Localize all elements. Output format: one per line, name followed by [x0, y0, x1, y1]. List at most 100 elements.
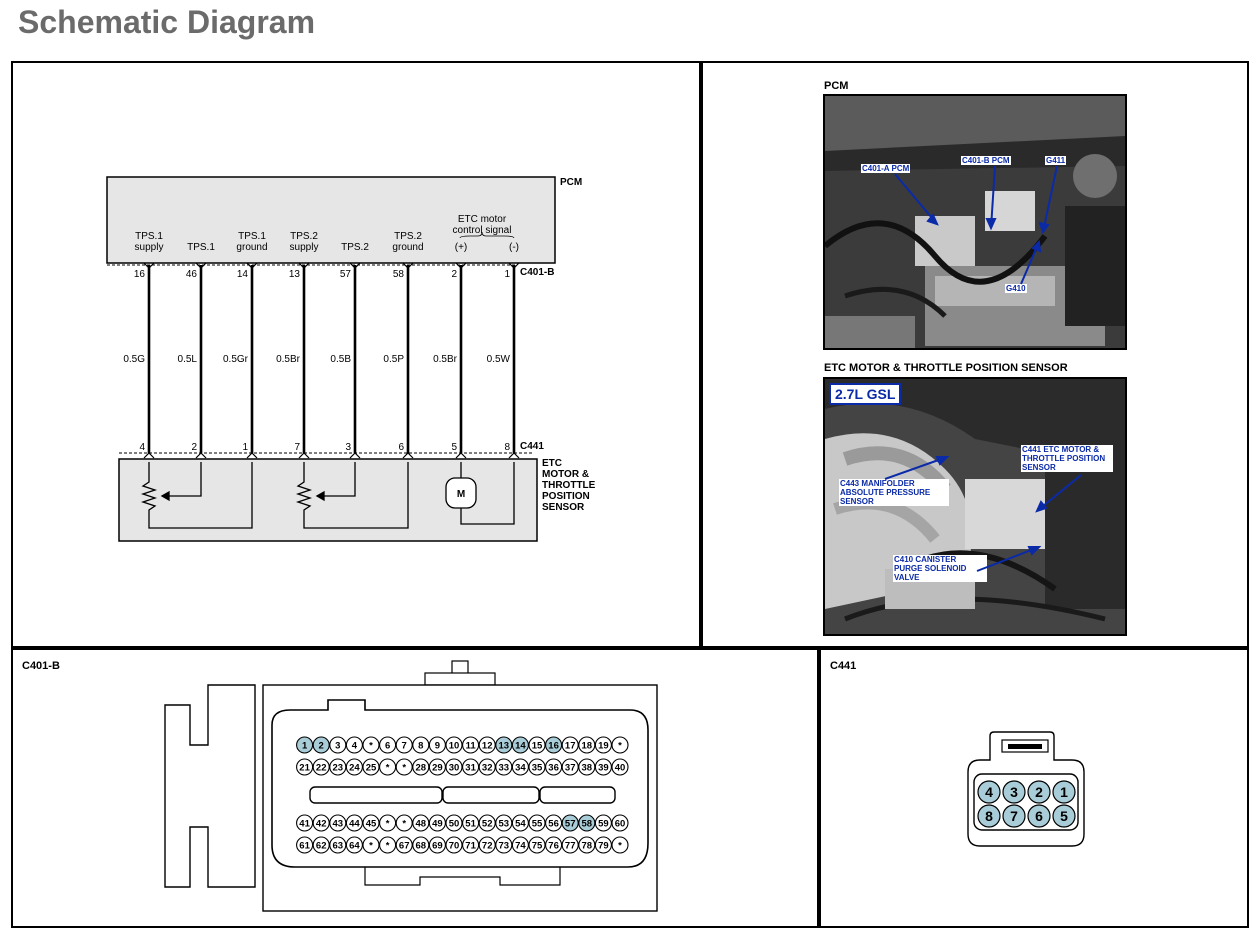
svg-text:*: *	[369, 741, 373, 752]
pcm-pin: 37	[561, 758, 579, 776]
etc-motor-label-line2: control signal	[453, 225, 512, 236]
circuit-label: ground	[236, 242, 267, 253]
sensor-pin: 4	[977, 780, 1001, 804]
svg-text:6: 6	[385, 741, 390, 752]
sensor-label-line5: SENSOR	[542, 502, 585, 513]
circuit-label: TPS.2	[394, 231, 422, 242]
pcm-pin: 41	[296, 814, 314, 832]
svg-text:42: 42	[316, 819, 327, 830]
svg-text:2: 2	[319, 741, 324, 752]
pcm-pin: 33	[495, 758, 513, 776]
svg-text:30: 30	[449, 763, 460, 774]
sensor-pin-number: 8	[504, 442, 510, 453]
svg-text:38: 38	[582, 763, 593, 774]
svg-text:*: *	[402, 819, 406, 830]
svg-text:*: *	[369, 841, 373, 852]
svg-text:60: 60	[615, 819, 626, 830]
pcm-pin: *	[362, 736, 380, 754]
motor-symbol-label: M	[457, 489, 465, 500]
callout-c410: C410 CANISTER PURGE SOLENOID VALVE	[893, 555, 987, 582]
svg-text:1: 1	[302, 741, 308, 752]
pcm-pin: 79	[594, 836, 612, 854]
svg-text:63: 63	[333, 841, 344, 852]
pcm-pin: 15	[528, 736, 546, 754]
pcm-pin: 28	[412, 758, 430, 776]
pcm-pin: 52	[478, 814, 496, 832]
pcm-pin: *	[379, 758, 397, 776]
svg-text:22: 22	[316, 763, 327, 774]
pcm-pin: 43	[329, 814, 347, 832]
sensor-pin: 7	[1002, 804, 1026, 828]
svg-text:7: 7	[402, 741, 407, 752]
pcm-pin: 60	[611, 814, 629, 832]
pcm-terminal	[246, 262, 258, 269]
pcm-pin: 35	[528, 758, 546, 776]
pcm-pin-number: 1	[504, 269, 510, 280]
sensor-pin-number: 1	[242, 442, 248, 453]
circuit-8: (-)10.5W8	[487, 242, 520, 459]
pcm-pin: 34	[511, 758, 529, 776]
wire-gauge-color: 0.5B	[330, 354, 351, 365]
sensor-pin: 5	[1052, 804, 1076, 828]
wire-gauge-color: 0.5P	[383, 354, 404, 365]
svg-text:48: 48	[416, 819, 427, 830]
svg-text:15: 15	[532, 741, 543, 752]
svg-text:12: 12	[482, 741, 493, 752]
sensor-pin: 2	[1027, 780, 1051, 804]
sensor-pin: 1	[1052, 780, 1076, 804]
pcm-terminal	[349, 262, 361, 269]
pcm-pin: 69	[428, 836, 446, 854]
pcm-pin: 10	[445, 736, 463, 754]
pcm-pin: 64	[345, 836, 363, 854]
pcm-pin: 14	[511, 736, 529, 754]
pcm-pin: 73	[495, 836, 513, 854]
pcm-location-photo: C401-A PCM C401-B PCM G411 G410	[823, 94, 1127, 350]
callout-c401a: C401-A PCM	[861, 164, 911, 173]
sensor-connector-heading: C441	[830, 660, 857, 672]
pcm-label: PCM	[560, 177, 582, 188]
svg-text:61: 61	[299, 841, 310, 852]
svg-text:67: 67	[399, 841, 410, 852]
svg-text:44: 44	[349, 819, 360, 830]
pcm-pin: 75	[528, 836, 546, 854]
pcm-pin: 76	[545, 836, 563, 854]
pcm-terminal	[195, 262, 207, 269]
wire-gauge-color: 0.5G	[123, 354, 145, 365]
pcm-terminal	[143, 262, 155, 269]
pcm-pin: 42	[312, 814, 330, 832]
pcm-pin: 57	[561, 814, 579, 832]
sensor-label-line2: MOTOR &	[542, 469, 589, 480]
pcm-pin: 21	[296, 758, 314, 776]
pcm-pin: 9	[428, 736, 446, 754]
sensor-pin-number: 7	[294, 442, 300, 453]
svg-text:29: 29	[432, 763, 443, 774]
pcm-pin: 53	[495, 814, 513, 832]
circuit-label: supply	[135, 242, 164, 253]
circuit-label: TPS.2	[341, 242, 369, 253]
pcm-pin: 54	[511, 814, 529, 832]
pcm-pin: 45	[362, 814, 380, 832]
schematic-panel	[11, 61, 703, 650]
pcm-photo-heading: PCM	[824, 80, 849, 92]
pcm-pin: 16	[545, 736, 563, 754]
sensor-connector-panel	[817, 646, 1249, 928]
pcm-box	[106, 176, 556, 264]
pcm-pin: 49	[428, 814, 446, 832]
svg-text:16: 16	[548, 741, 559, 752]
svg-text:79: 79	[598, 841, 609, 852]
pcm-pin: 3	[329, 736, 347, 754]
svg-text:34: 34	[515, 763, 526, 774]
pcm-terminal	[402, 262, 414, 269]
svg-text:1: 1	[1060, 784, 1068, 800]
svg-text:73: 73	[499, 841, 510, 852]
svg-text:25: 25	[366, 763, 377, 774]
wire-gauge-color: 0.5Gr	[223, 354, 249, 365]
svg-text:24: 24	[349, 763, 360, 774]
svg-text:59: 59	[598, 819, 609, 830]
pcm-pin: 63	[329, 836, 347, 854]
svg-text:6: 6	[1035, 808, 1043, 824]
